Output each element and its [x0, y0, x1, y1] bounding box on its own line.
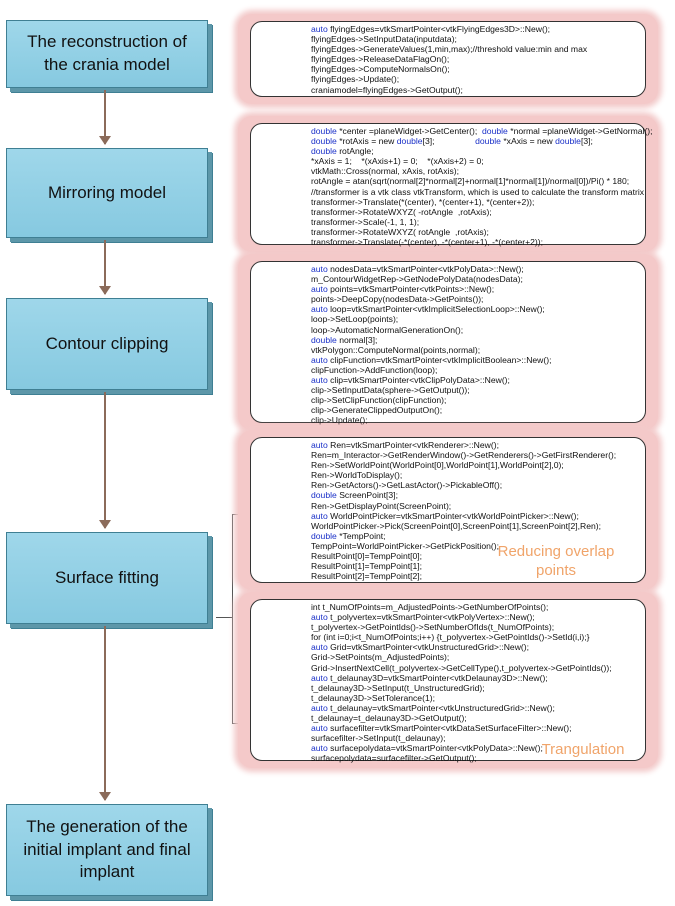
- code-line: Grid->SetPoints(m_AdjustedPoints);: [311, 652, 450, 663]
- code-line: auto clip=vtkSmartPointer<vtkClipPolyDat…: [311, 375, 510, 386]
- code-line: transformer->Translate(*(center), *(cent…: [311, 196, 535, 207]
- step-implant-generation: The generation of the initial implant an…: [6, 804, 208, 896]
- flow-arrow: [99, 626, 111, 801]
- code-line: Ren=m_Interactor->GetRenderWindow()->Get…: [311, 450, 617, 461]
- step-label: Surface fitting: [55, 567, 159, 587]
- code-line: auto loop=vtkSmartPointer<vtkImplicitSel…: [311, 304, 545, 315]
- code-panel-mirroring: double *center =planeWidget->GetCenter()…: [238, 116, 658, 252]
- code-line: flyingEdges->Update();: [311, 74, 400, 85]
- code-line: double rotAngle;: [311, 146, 374, 157]
- code-line: loop->SetLoop(points);: [311, 314, 399, 325]
- bracket-connector: [216, 617, 232, 618]
- code-panel-reconstruction: auto flyingEdges=vtkSmartPointer<vtkFlyi…: [238, 14, 658, 104]
- code-line: t_polyvertex->GetPointIds()->SetNumberOf…: [311, 622, 555, 633]
- code-line: t_delaunay3D->SetInput(t_UnstructuredGri…: [311, 682, 485, 693]
- code-line: auto surfacepolydata=vtkSmartPointer<vtk…: [311, 743, 543, 754]
- code-line: auto Grid=vtkSmartPointer<vtkUnstructure…: [311, 642, 530, 653]
- code-line: Grid->InsertNextCell(t_polyvertex->GetCe…: [311, 662, 612, 673]
- code-line: TempPoint=WorldPointPicker->GetPickPosit…: [311, 540, 500, 551]
- step-reconstruction: The reconstruction of the crania model: [6, 20, 208, 88]
- code-line: flyingEdges->ComputeNormalsOn();: [311, 64, 450, 75]
- code-line: double normal[3];: [311, 334, 378, 345]
- code-line: t_delaunay=t_delaunay3D->GetOutput();: [311, 713, 467, 724]
- step-label: The reconstruction of the crania model: [27, 32, 187, 74]
- step-contour-clipping: Contour clipping: [6, 298, 208, 390]
- code-line: auto nodesData=vtkSmartPointer<vtkPolyDa…: [311, 264, 524, 274]
- step-label: Mirroring model: [47, 182, 167, 202]
- code-line: for (int i=0;i<t_NumOfPoints;i++) {t_pol…: [311, 632, 590, 643]
- step-label: Contour clipping: [45, 333, 169, 353]
- code-line: //transformer is a vtk class vtkTransfor…: [311, 186, 645, 197]
- code-line: auto WorldPointPicker=vtkSmartPointer<vt…: [311, 510, 579, 521]
- code-line: transformer->RotateWXYZ( rotAngle ,rotAx…: [311, 226, 489, 237]
- code-line: surfacefilter->SetInput(t_delaunay);: [311, 733, 446, 744]
- code-line: ResultPoint[2]=TempPoint[2];: [311, 571, 423, 582]
- code-line: double *TempPoint;: [311, 530, 386, 541]
- code-line: auto t_polyvertex=vtkSmartPointer<vtkPol…: [311, 612, 535, 623]
- code-panel-contour-clipping: auto nodesData=vtkSmartPointer<vtkPolyDa…: [238, 254, 658, 430]
- code-line: Ren->GetActors()->GetLastActor()->Pickab…: [311, 480, 503, 491]
- code-block: auto flyingEdges=vtkSmartPointer<vtkFlyi…: [250, 21, 646, 97]
- code-line: auto points=vtkSmartPointer<vtkPoints>::…: [311, 284, 495, 295]
- step-surface-fitting: Surface fitting: [6, 532, 208, 624]
- flow-arrow: [99, 392, 111, 529]
- code-line: clip->Update();: [311, 415, 368, 426]
- code-block: auto Ren=vtkSmartPointer<vtkRenderer>::N…: [250, 437, 646, 583]
- code-line: auto t_delaunay3D=vtkSmartPointer<vtkDel…: [311, 672, 548, 683]
- step-label: The generation of the initial implant an…: [23, 816, 191, 882]
- code-line: vtkPolygon::ComputeNormal(points,normal)…: [311, 344, 481, 355]
- code-line: flyingEdges->ReleaseDataFlagOn();: [311, 54, 450, 65]
- code-line: flyingEdges->GenerateValues(1,min,max);/…: [311, 44, 588, 55]
- code-line: clip->SetClipFunction(clipFunction);: [311, 395, 447, 406]
- code-line: double ScreenPoint[3];: [311, 490, 398, 501]
- code-line: auto surfacefilter=vtkSmartPointer<vtkDa…: [311, 723, 572, 734]
- code-line: points->DeepCopy(nodesData->GetPoints())…: [311, 294, 484, 305]
- code-block: double *center =planeWidget->GetCenter()…: [250, 123, 653, 248]
- code-line: double *center =planeWidget->GetCenter()…: [311, 126, 653, 136]
- annotation-reducing-overlap: Reducing overlap points: [497, 543, 615, 579]
- code-line: auto flyingEdges=vtkSmartPointer<vtkFlyi…: [311, 24, 551, 34]
- code-line: Ren->SetWorldPoint(WorldPoint[0],WorldPo…: [311, 460, 564, 471]
- code-line: transformer->RotateWXYZ( -rotAngle ,rotA…: [311, 206, 492, 217]
- code-line: rotAngle = atan(sqrt(normal[2]*normal[2]…: [311, 176, 630, 187]
- code-line: *xAxis = 1; *(xAxis+1) = 0; *(xAxis+2) =…: [311, 156, 484, 167]
- code-line: Ren->GetDisplayPoint(ScreenPoint);: [311, 500, 452, 511]
- code-line: surfacepolydata=surfacefilter->GetOutput…: [311, 753, 477, 764]
- code-line: ResultPoint[0]=TempPoint[0];: [311, 551, 423, 562]
- code-line: clip->SetInputData(sphere->GetOutput());: [311, 385, 470, 396]
- code-line: WorldPointPicker->Pick(ScreenPoint[0],Sc…: [311, 520, 602, 531]
- code-line: t_delaunay3D->SetTolerance(1);: [311, 692, 435, 703]
- code-line: vtkMath::Cross(normal, xAxis, rotAxis);: [311, 166, 460, 177]
- flow-arrow: [99, 90, 111, 145]
- code-line: flyingEdges->SetInputData(inputdata);: [311, 34, 457, 45]
- code-line: int t_NumOfPoints=m_AdjustedPoints->GetN…: [311, 602, 549, 612]
- code-line: clipFunction->AddFunction(loop);: [311, 364, 438, 375]
- code-line: double *rotAxis = new double[3]; double …: [311, 136, 593, 147]
- code-line: transformer->Translate(-*(center), -*(ce…: [311, 237, 544, 248]
- code-line: clip->GenerateClippedOutputOn();: [311, 405, 443, 416]
- step-mirroring: Mirroring model: [6, 148, 208, 238]
- code-line: auto Ren=vtkSmartPointer<vtkRenderer>::N…: [311, 440, 499, 450]
- code-line: ResultPoint[1]=TempPoint[1];: [311, 561, 423, 572]
- code-line: craniamodel=flyingEdges->GetOutput();: [311, 84, 463, 95]
- flow-arrow: [99, 240, 111, 295]
- annotation-triangulation: Trangulation: [541, 741, 625, 758]
- code-line: auto clipFunction=vtkSmartPointer<vtkImp…: [311, 354, 552, 365]
- code-line: auto t_delaunay=vtkSmartPointer<vtkUnstr…: [311, 702, 555, 713]
- code-block: auto nodesData=vtkSmartPointer<vtkPolyDa…: [250, 261, 646, 426]
- code-line: Ren->WorldToDisplay();: [311, 470, 403, 481]
- code-block: int t_NumOfPoints=m_AdjustedPoints->GetN…: [250, 599, 646, 764]
- code-panel-overlap-points: auto Ren=vtkSmartPointer<vtkRenderer>::N…: [238, 430, 658, 590]
- code-line: m_ContourWidgetRep->GetNodePolyData(node…: [311, 274, 523, 285]
- code-panel-triangulation: int t_NumOfPoints=m_AdjustedPoints->GetN…: [238, 592, 658, 768]
- code-line: transformer->Scale(-1, 1, 1);: [311, 216, 420, 227]
- code-line: loop->AutomaticNormalGenerationOn();: [311, 324, 464, 335]
